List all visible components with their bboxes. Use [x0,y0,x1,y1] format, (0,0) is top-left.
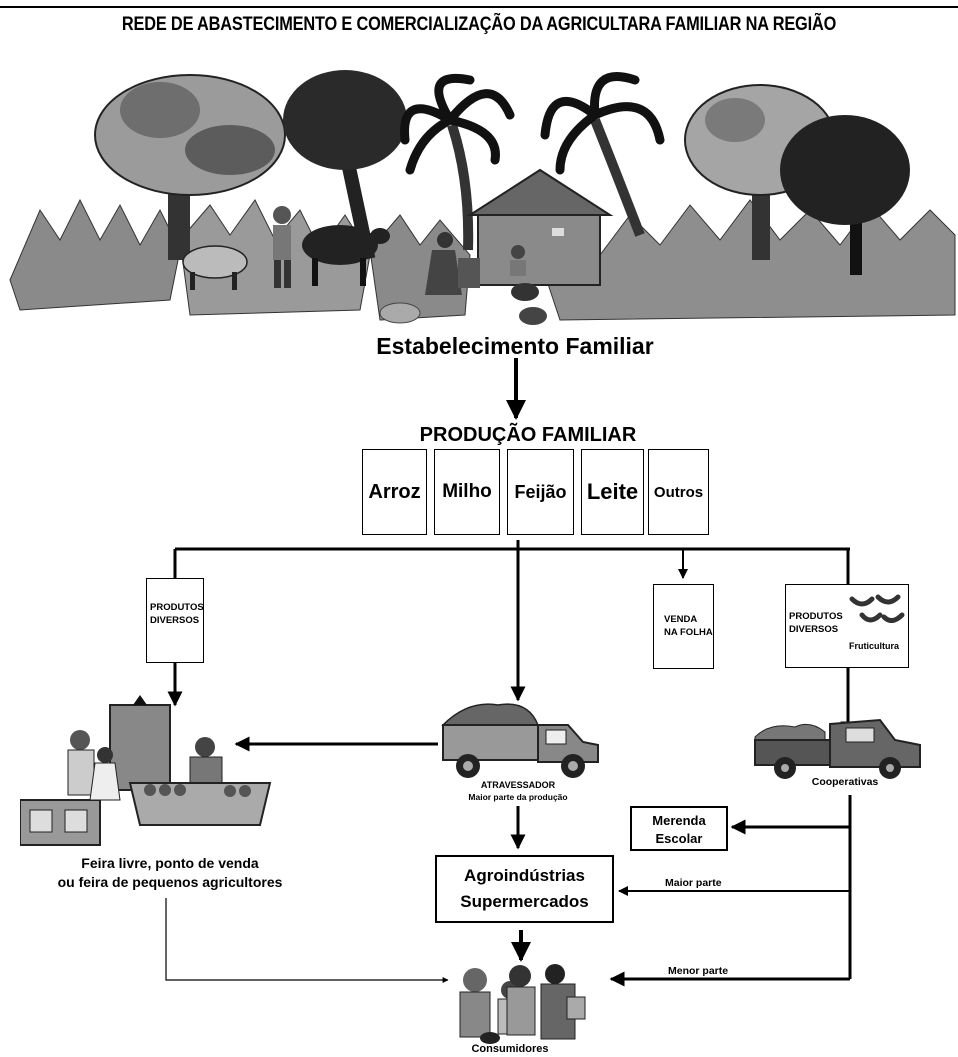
atravessador-note: Maior parte da produção [468,792,568,802]
pickup-truck-icon [754,718,921,779]
agroindustrias-box: Agroindústrias Supermercados [435,855,614,923]
family-icon [459,964,586,1044]
feira-line-1: Feira livre, ponto de venda [81,855,259,871]
fruticultura-label: Fruticultura [849,641,900,651]
product-box-outros: Outros [648,449,709,535]
agroindustrias-label: Agroindústrias [464,866,585,885]
product-box-milho: Milho [434,449,500,535]
arrow-feira-to-consumers [165,898,449,983]
chicken-icon [511,283,547,325]
establishment-label: Estabelecimento Familiar [376,333,654,359]
top-rule [0,6,958,8]
produtos-diversos-left-box: PRODUTOS DIVERSOS [146,578,204,663]
woman-pounding-icon [425,232,480,295]
produtos-label: PRODUTOS [789,611,843,622]
production-heading: PRODUÇÃO FAMILIAR [419,424,637,446]
truck-icon [441,703,599,778]
tree-icon [780,115,910,275]
atravessador-label: ATRAVESSADOR [480,780,556,790]
na-folha-label: NA FOLHA [664,627,713,638]
house-icon [466,168,614,286]
child-icon [510,245,526,276]
cow-icon [302,225,390,286]
farm-scene-illustration [9,70,956,325]
feira-line-2: ou feira de pequenos agricultores [57,874,283,890]
product-box-feijao: Feijão [507,449,574,535]
cooperativas-label: Cooperativas [811,776,879,788]
product-box-leite: Leite [581,449,644,535]
palm-tree-icon [540,72,665,237]
produtos-label: PRODUTOS [150,602,204,613]
merenda-line-1: Merenda [652,813,706,828]
palm-tree-icon [400,73,515,251]
venda-label: VENDA [664,614,698,625]
maior-parte-label: Maior parte [665,877,722,889]
pig-icon [379,302,421,324]
banana-icon [849,594,905,623]
cow-icon [182,245,248,290]
product-box-arroz: Arroz [362,449,427,535]
menor-parte-label: Menor parte [668,965,729,977]
merenda-line-2: Escolar [655,831,703,846]
diversos-label: DIVERSOS [789,624,839,635]
consumidores-label: Consumidores [471,1043,549,1055]
diversos-label: DIVERSOS [150,615,200,626]
diagram-title: REDE DE ABASTECIMENTO E COMERCIALIZAÇÃO … [121,14,837,35]
market-stall-icon [20,695,272,846]
tree-icon [94,74,286,260]
venda-na-folha-box: VENDA NA FOLHA [653,584,714,669]
merenda-escolar-box: Merenda Escolar [630,806,728,851]
farmer-icon [273,206,291,288]
produtos-diversos-right-box: PRODUTOS DIVERSOS Fruticultura [785,584,909,668]
supermercados-label: Supermercados [460,892,589,911]
feira-label: Feira livre, ponto de venda ou feira de … [10,854,330,892]
